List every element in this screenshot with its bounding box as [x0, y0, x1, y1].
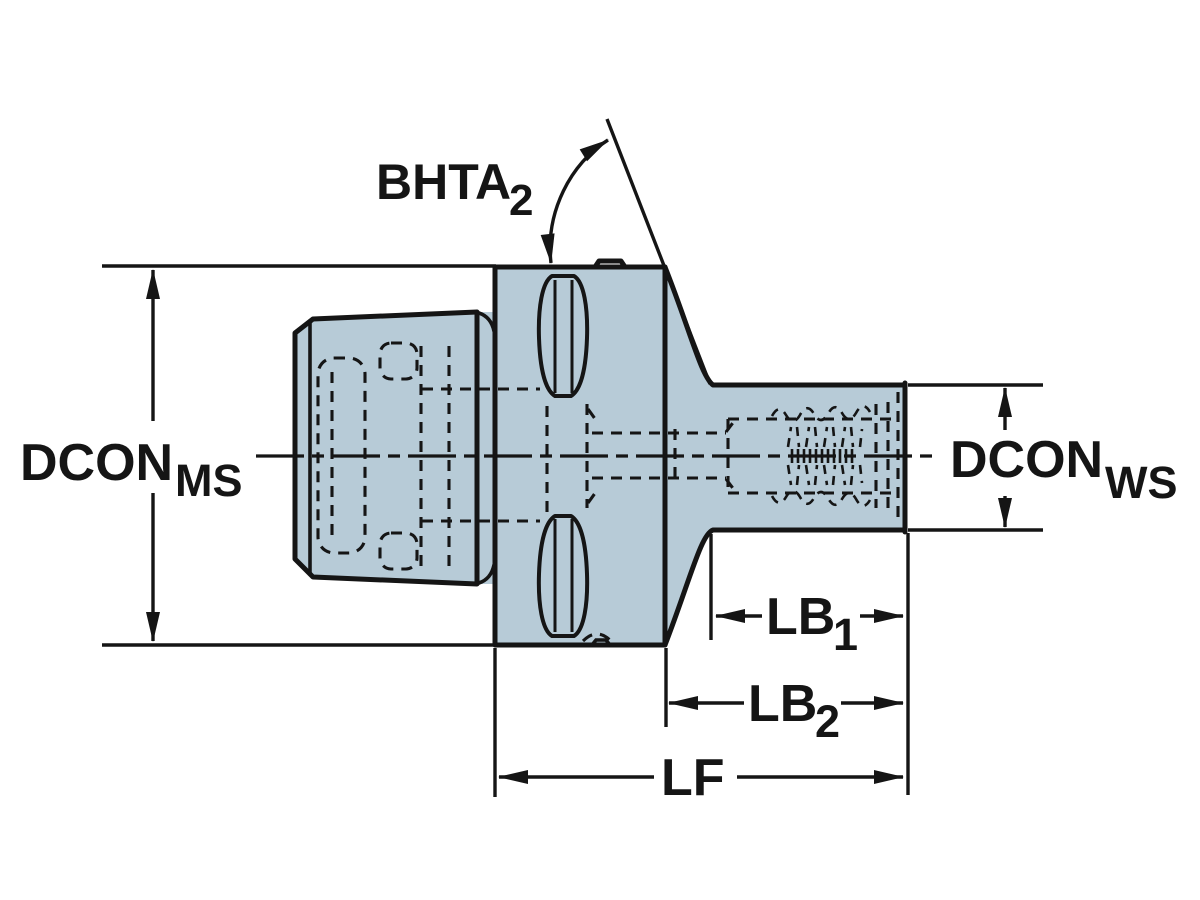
bottom-slot	[536, 514, 590, 638]
bottom-slot-outline	[536, 514, 590, 638]
label-lb2: LB	[748, 675, 817, 733]
bhta2-reference-line	[605, 118, 712, 385]
flange-cavity-chamfer-top	[586, 408, 600, 424]
label-dcon-ms-subscript: MS	[175, 455, 243, 506]
dim-lf: LF	[493, 533, 910, 807]
label-bhta2-subscript: 2	[509, 176, 533, 225]
flange-cavity-chamfer-bottom	[586, 488, 600, 504]
flange-top-tab	[592, 258, 628, 270]
thread-crest-top-hidden	[770, 404, 872, 423]
label-lb1-subscript: 1	[833, 609, 858, 660]
dim-lb1: LB 1	[709, 534, 904, 660]
polygon-shank-outline	[292, 309, 480, 587]
dim-bhta2: BHTA 2	[376, 118, 712, 385]
top-slot-outline	[536, 274, 590, 398]
thread-crest-bottom-hidden	[770, 489, 872, 508]
top-slot	[536, 274, 590, 398]
polygon-shank-fill	[295, 312, 477, 584]
shank-lobe-top-hidden	[378, 341, 419, 381]
groove-band	[477, 312, 496, 584]
flange-bottom-notch-hidden-arc	[581, 632, 613, 643]
dim-lb2: LB 2	[664, 648, 904, 747]
shank-lobe-bottom-hidden	[378, 531, 419, 571]
flange-bottom-notch	[590, 638, 612, 647]
label-lb1: LB	[766, 588, 835, 646]
bhta2-arc	[540, 138, 609, 264]
neck-shaft-fill	[665, 267, 905, 645]
label-dcon-ms: DCON	[20, 434, 173, 492]
label-lf: LF	[661, 749, 725, 807]
neck-shaft-bottom-outline	[662, 527, 908, 648]
dim-dcon-ms: DCON MS	[20, 264, 496, 647]
label-dcon-ws-subscript: WS	[1105, 457, 1178, 508]
neck-shaft-top-outline	[662, 264, 908, 388]
label-lb2-subscript: 2	[815, 696, 840, 747]
label-bhta2: BHTA	[376, 154, 511, 210]
label-dcon-ws: DCON	[950, 431, 1103, 489]
dim-dcon-ws: DCON WS	[908, 383, 1178, 532]
